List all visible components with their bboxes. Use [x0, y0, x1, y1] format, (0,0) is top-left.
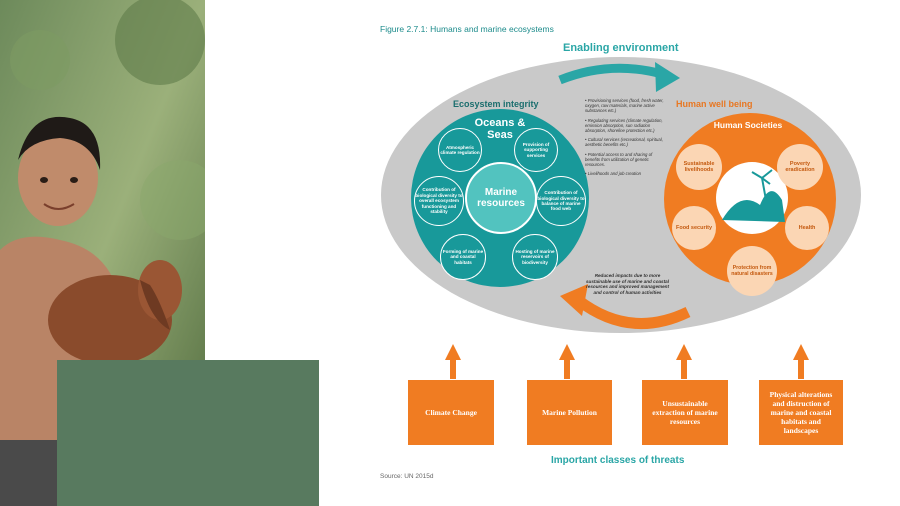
- service-item: • Regulating services (climate regulatio…: [585, 117, 663, 134]
- enabling-arrow-shaft: [558, 63, 664, 85]
- bubble-ecosystem-stability: Contribution of biological diversity to …: [414, 176, 464, 226]
- threat-physical-alterations: Physical alterations and distruction of …: [759, 380, 843, 445]
- enabling-environment-label: Enabling environment: [563, 42, 679, 54]
- bubble-food-security: Food security: [672, 206, 716, 250]
- island-illustration: [722, 191, 785, 222]
- threat-climate-change: Climate Change: [408, 380, 494, 445]
- threats-title: Important classes of threats: [551, 455, 685, 466]
- ecosystem-integrity-title: Ecosystem integrity: [453, 99, 539, 109]
- source-note: Source: UN 2015d: [380, 473, 434, 480]
- marine-resources-core: Marine resources: [465, 162, 537, 234]
- bubble-protection-disasters: Protection from natural disasters: [727, 246, 777, 296]
- threat-arrows: [445, 344, 809, 379]
- impacts-arrow-shaft: [574, 295, 691, 330]
- palm-tree-illustration: [751, 169, 773, 201]
- impacts-arrow-head: [560, 284, 588, 316]
- bubble-habitats: Forming of marine and coastal habitats: [440, 234, 486, 280]
- service-item: • Potential access to and sharing of ben…: [585, 151, 653, 168]
- service-item: • Livelihoods and job creation: [585, 171, 641, 177]
- oceans-seas-label: Oceans & Seas: [474, 117, 526, 141]
- human-well-being-title: Human well being: [676, 99, 753, 109]
- threat-marine-pollution: Marine Pollution: [527, 380, 612, 445]
- human-societies-label: Human Societies: [713, 120, 783, 130]
- boy-with-goat-photo: [0, 0, 205, 506]
- bubble-food-web: Contribution of biological diversity to …: [536, 176, 586, 226]
- enabling-arrow-head: [655, 62, 680, 92]
- bubble-climate-regulation: Atmospheric climate regulation: [438, 128, 482, 172]
- figure-title: Figure 2.7.1: Humans and marine ecosyste…: [380, 24, 554, 34]
- bubble-supporting-services: Provision of supporting services: [514, 128, 558, 172]
- threat-unsustainable-extraction: Unsustainable extraction of marine resou…: [642, 380, 728, 445]
- bubble-sustainable-livelihoods: Sustainable livelihoods: [676, 144, 722, 190]
- bubble-poverty-eradication: Poverty eradication: [777, 144, 823, 190]
- services-list: • Provisioning services (food, fresh wat…: [585, 98, 665, 180]
- reduced-impacts-text: Reduced impacts due to more sustainable …: [586, 273, 669, 295]
- service-item: • Cultural services (recreational, spiri…: [585, 137, 663, 148]
- bubble-health: Health: [785, 206, 829, 250]
- color-block: [57, 360, 319, 506]
- bubble-biodiversity: Hosting of marine reservoirs of biodiver…: [512, 234, 558, 280]
- service-item: • Provisioning services (food, fresh wat…: [585, 98, 664, 114]
